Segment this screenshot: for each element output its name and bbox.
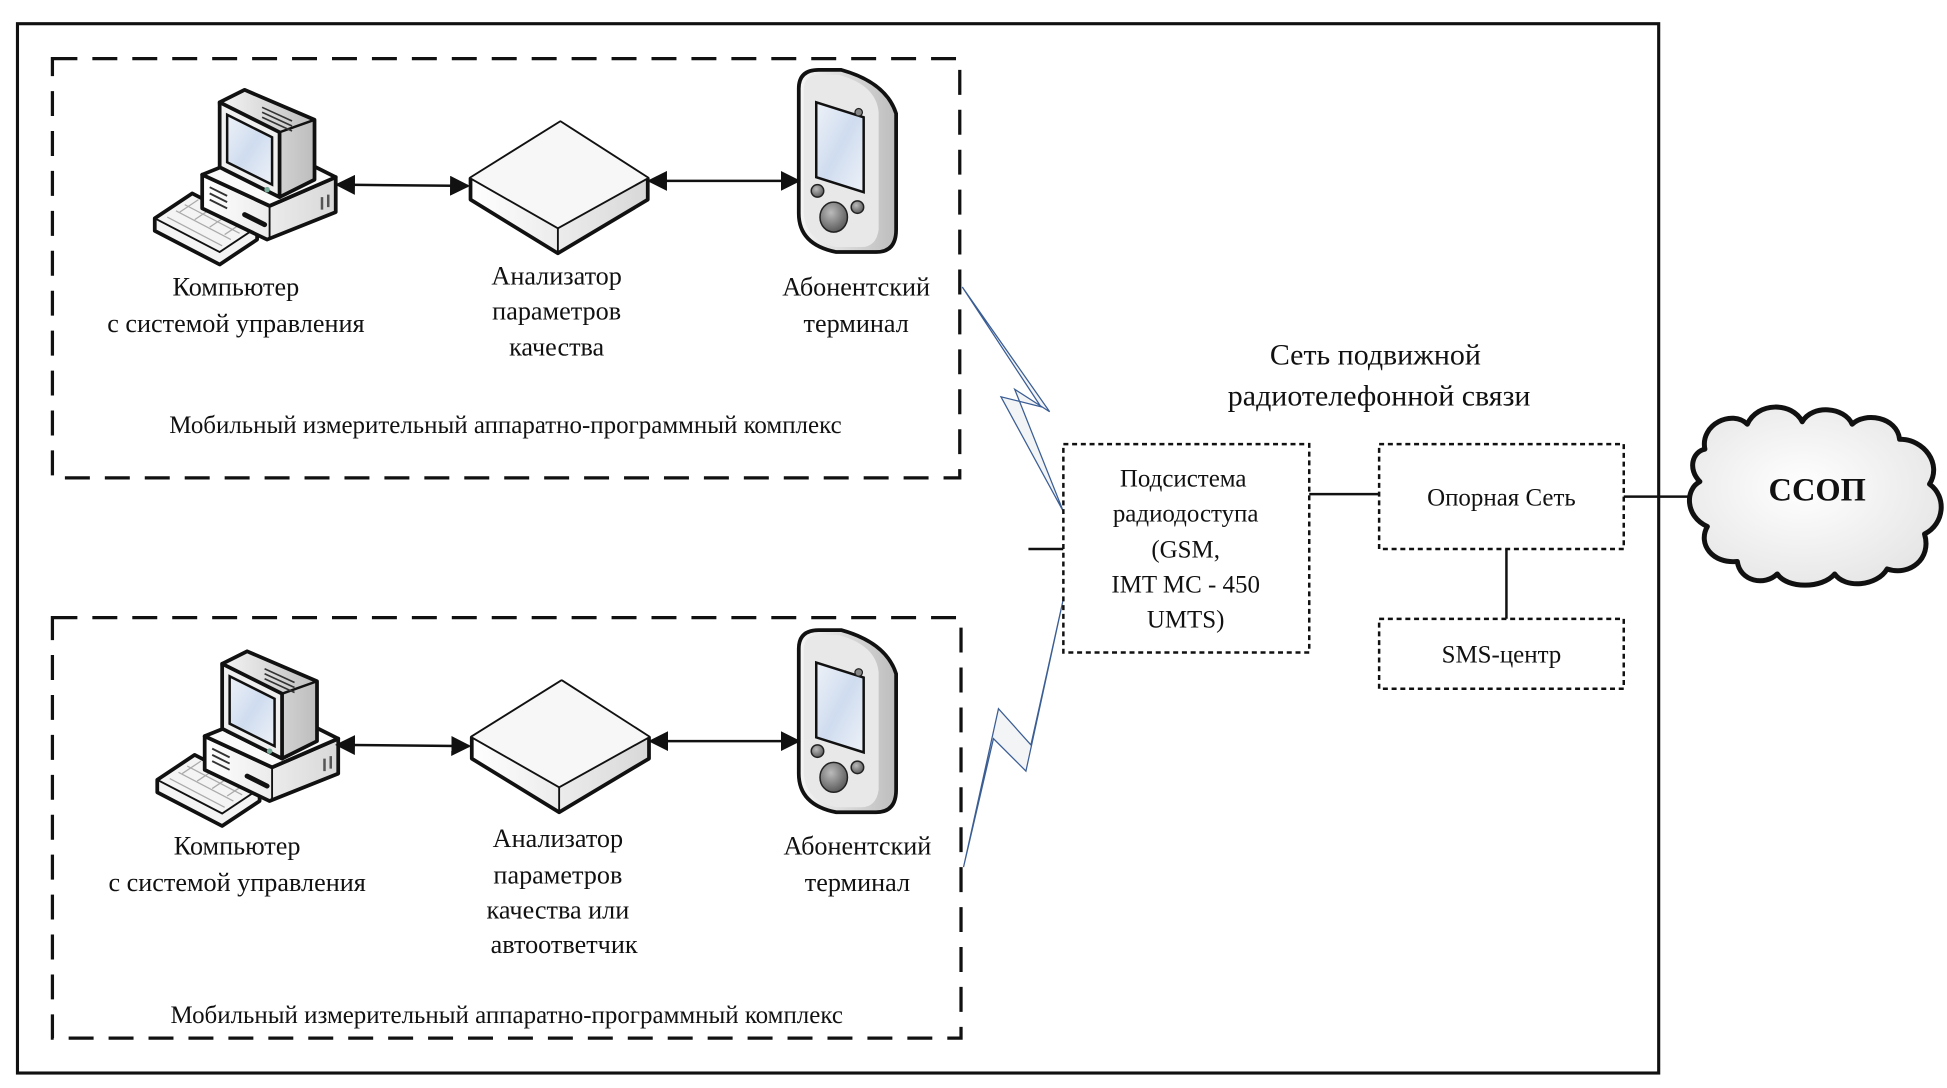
analyzer-label-line1: Анализатор bbox=[491, 261, 621, 290]
computer-label-line1: Компьютер bbox=[173, 273, 300, 302]
cloud-icon bbox=[1686, 404, 1944, 588]
computer-label-line2: с системой управления bbox=[107, 309, 364, 338]
analyzer-label-line1: Анализатор bbox=[493, 824, 623, 853]
terminal-label-line2: терминал bbox=[805, 868, 910, 897]
sms-center-box bbox=[1377, 617, 1625, 690]
complex-1-caption: Мобильный измерительный аппаратно-програ… bbox=[169, 412, 841, 439]
analyzer-label-line2: параметров bbox=[493, 860, 622, 889]
complex-2-boundary bbox=[50, 615, 963, 1040]
radio-access-line5: UMTS) bbox=[1147, 607, 1225, 634]
core-network-box bbox=[1377, 442, 1625, 551]
computer-label-line2: с системой управления bbox=[108, 868, 365, 897]
network-title-line1: Сеть подвижной bbox=[1270, 338, 1481, 371]
pda-terminal-icon bbox=[796, 67, 898, 254]
radio-access-line4: IMT MC - 450 bbox=[1111, 572, 1260, 599]
radio-access-line2: радиодоступа bbox=[1113, 501, 1259, 528]
terminal-label-line1: Абонентский bbox=[782, 273, 930, 302]
terminal-label-line1: Абонентский bbox=[784, 832, 932, 861]
radio-access-subsystem-box bbox=[1062, 442, 1311, 654]
analyzer-box-icon bbox=[469, 679, 651, 815]
link-computer-analyzer bbox=[334, 735, 472, 756]
terminal-label-line2: терминал bbox=[804, 309, 909, 338]
link-computer-analyzer bbox=[334, 174, 471, 196]
network-title-line2: радиотелефонной связи bbox=[1228, 380, 1531, 413]
analyzer-label-line3: качества bbox=[509, 333, 604, 362]
analyzer-label-line3: качества или bbox=[487, 895, 630, 924]
measurement-complex-1: Компьютер с системой управления Анализат… bbox=[50, 57, 962, 480]
desktop-computer-icon bbox=[157, 651, 338, 826]
analyzer-label-line2: параметров bbox=[492, 296, 621, 325]
radio-link-bolt-2 bbox=[962, 598, 1064, 868]
sms-center-label: SMS-центр bbox=[1442, 642, 1562, 669]
complex-2-caption: Мобильный измерительный аппаратно-програ… bbox=[171, 1002, 843, 1029]
radio-access-line1: Подсистема bbox=[1120, 466, 1247, 493]
pstn-label: ССОП bbox=[1769, 472, 1866, 508]
radio-link-bolt-1 bbox=[961, 286, 1064, 512]
measurement-complex-2: Компьютер с системой управления Анализат… bbox=[50, 615, 963, 1040]
complex-1-boundary bbox=[50, 57, 962, 480]
analyzer-box-icon bbox=[468, 120, 650, 256]
analyzer-label-line4: автоответчик bbox=[491, 930, 638, 959]
radio-access-line3: (GSM, bbox=[1151, 537, 1220, 564]
computer-label-line1: Компьютер bbox=[174, 832, 301, 861]
pda-terminal-icon bbox=[796, 628, 898, 815]
desktop-computer-icon bbox=[155, 90, 336, 265]
core-network-label: Опорная Сеть bbox=[1427, 484, 1576, 511]
outer-frame bbox=[15, 22, 1661, 1075]
